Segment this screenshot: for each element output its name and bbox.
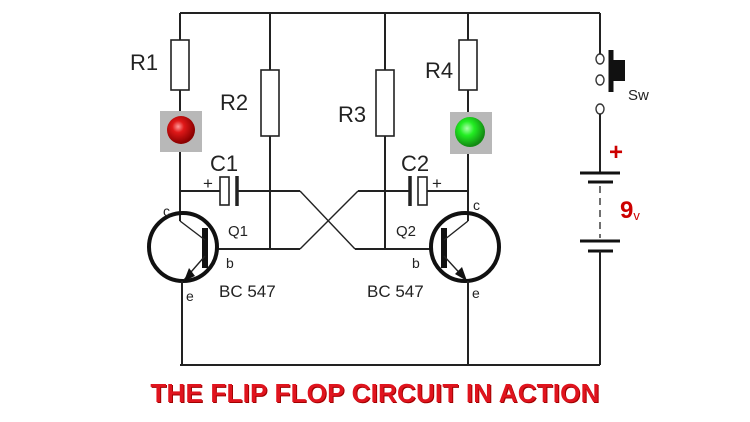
q1-base-pin: b (226, 255, 234, 271)
q1-part-number: BC 547 (219, 282, 276, 301)
q2-emitter-pin: e (472, 285, 480, 301)
transistor-q2 (429, 211, 501, 283)
capacitor-c2-plate-positive (417, 176, 428, 206)
battery-voltage: 9v (620, 197, 640, 224)
resistor-r2-label: R2 (220, 90, 248, 115)
cross-wire-c2-to-q1-base (299, 190, 359, 250)
resistor-r1 (170, 39, 190, 91)
resistor-r4 (458, 39, 478, 91)
q1-emitter-pin: e (186, 288, 194, 304)
resistor-r1-label: R1 (130, 50, 158, 75)
resistor-r3-label: R3 (338, 102, 366, 127)
battery-voltage-unit: v (633, 208, 640, 223)
resistor-r4-label: R4 (425, 58, 453, 83)
q2-label: Q2 (396, 223, 416, 240)
switch-label: Sw (628, 87, 649, 104)
diagram-title: THE FLIP FLOP CIRCUIT IN ACTION (150, 378, 600, 408)
led-green (450, 112, 492, 154)
battery-voltage-value: 9 (620, 197, 633, 224)
q1-collector-pin: c (163, 203, 170, 219)
resistor-r3 (375, 69, 395, 137)
capacitor-c2-polarity: + (432, 174, 442, 193)
battery (580, 171, 620, 253)
transistor-q1 (147, 211, 219, 283)
q1-label: Q1 (228, 223, 248, 240)
q2-collector-pin: c (473, 197, 480, 213)
cross-wire-c1-to-q2-base (299, 190, 356, 250)
led-red (160, 111, 202, 152)
resistor-r2 (260, 69, 280, 137)
battery-polarity: + (609, 139, 623, 166)
capacitor-c1-label: C1 (210, 151, 238, 176)
capacitor-c1-plate-positive (219, 176, 230, 206)
q2-part-number: BC 547 (367, 282, 424, 301)
capacitor-c2-label: C2 (401, 151, 429, 176)
push-switch (595, 50, 625, 115)
capacitor-c1-polarity: + (203, 174, 213, 193)
q2-base-pin: b (412, 255, 420, 271)
